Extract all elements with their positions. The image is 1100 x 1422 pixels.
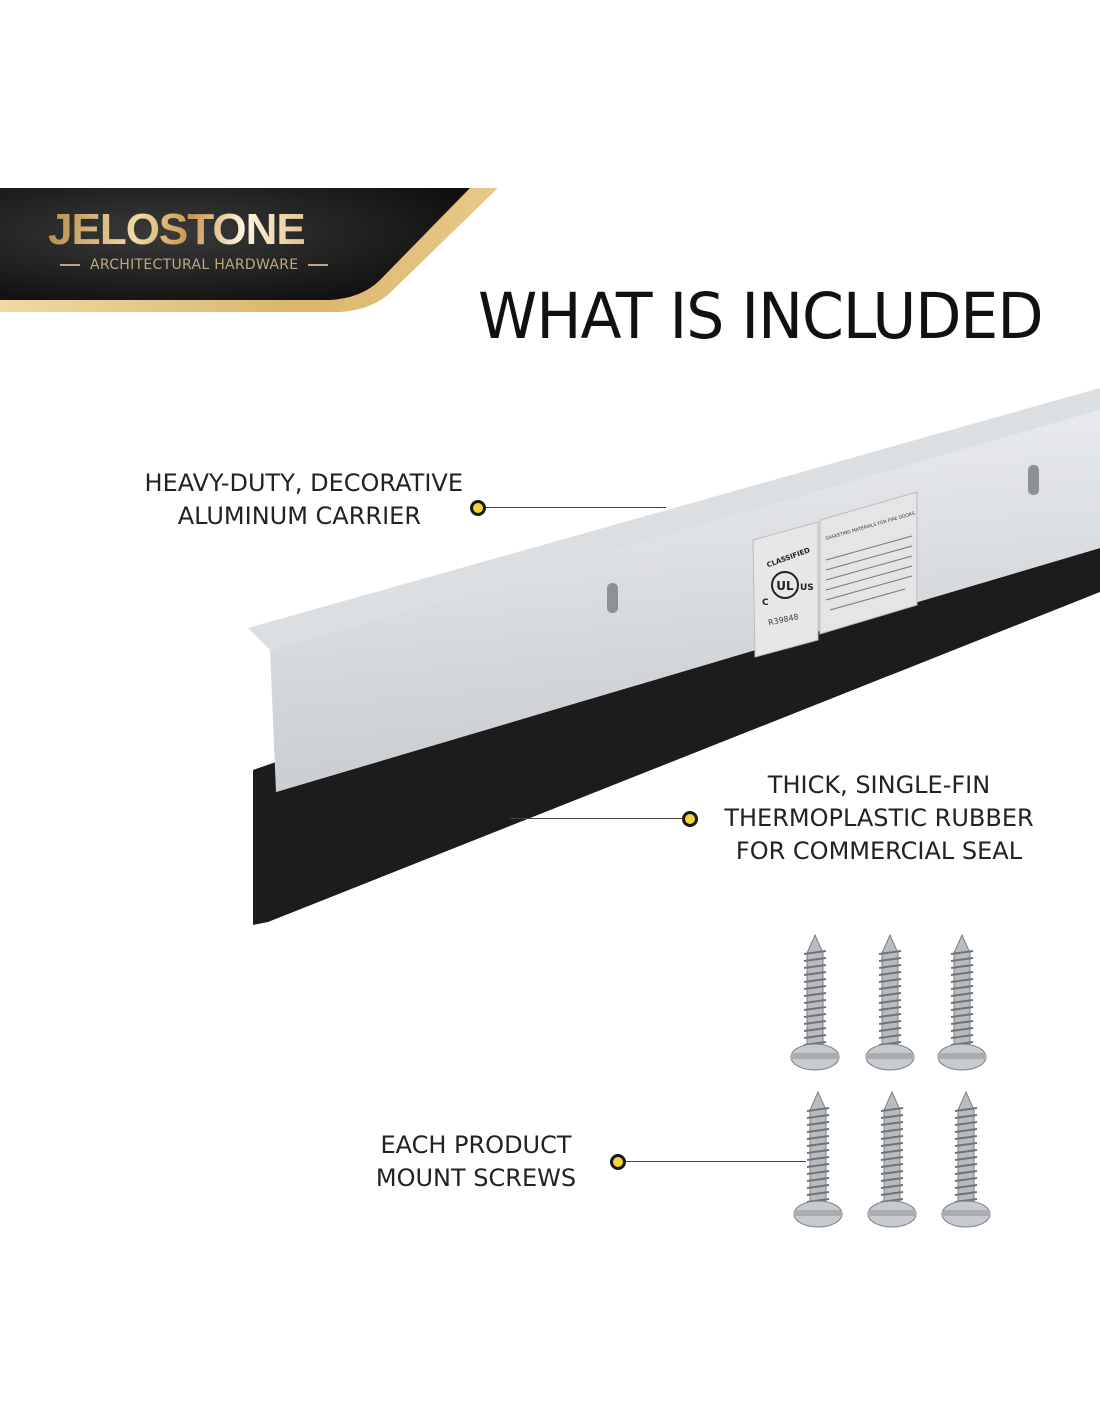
ul-label: UL CLASSIFIED C US R39848 GASKETING MATE… [752,491,918,658]
svg-text:C: C [762,598,769,608]
callout-marker [682,811,698,827]
svg-text:US: US [800,583,814,593]
screw [865,933,915,1071]
screw [941,1090,991,1228]
brand-banner [0,188,498,312]
mount-screws [790,933,991,1228]
brand-tagline: ARCHITECTURAL HARDWARE [50,257,338,273]
callout-marker [610,1154,626,1170]
brand-logo: JELOSTONE [48,205,306,254]
page-title: WHAT IS INCLUDED [478,280,1044,354]
screw [790,933,840,1071]
callout-marker [470,500,486,516]
mount-slot [607,583,618,613]
screw [937,933,987,1071]
screw [867,1090,917,1228]
mount-slot [1028,465,1039,495]
callout-line [510,818,690,819]
rubber-seal [253,548,1100,925]
callout-line [486,507,666,508]
screw [793,1090,843,1228]
svg-text:UL: UL [776,579,794,593]
callout-line [626,1161,806,1162]
carrier-top [248,388,1100,650]
